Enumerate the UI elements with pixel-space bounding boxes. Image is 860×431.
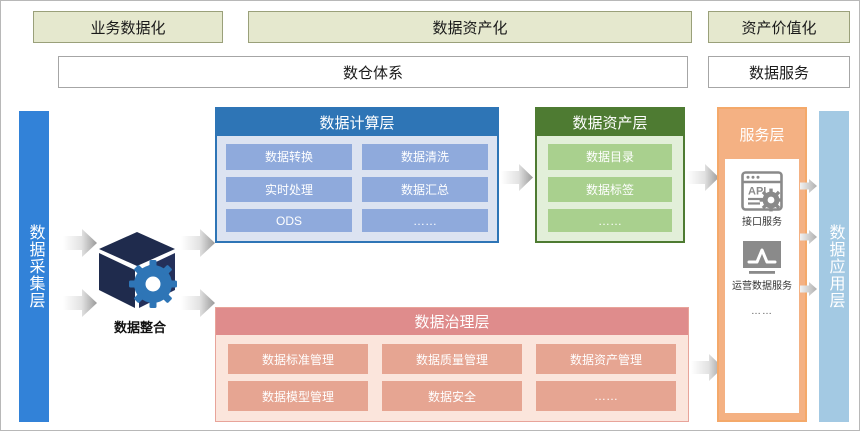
arrow-service-to-application-3 bbox=[800, 282, 817, 296]
compute-layer-panel: 数据计算层 数据转换 数据清洗 实时处理 数据汇总 ODS …… bbox=[215, 107, 499, 243]
service-item-label: 运营数据服务 bbox=[732, 280, 792, 292]
service-layer-body: API bbox=[725, 159, 799, 413]
governance-cell[interactable]: 数据模型管理 bbox=[228, 381, 368, 411]
asset-layer-title: 数据资产层 bbox=[537, 109, 683, 136]
compute-layer-title: 数据计算层 bbox=[217, 109, 497, 136]
arrow-service-to-application-1 bbox=[800, 179, 817, 193]
service-more-label: …… bbox=[751, 306, 773, 317]
governance-cell[interactable]: 数据安全 bbox=[382, 381, 522, 411]
asset-cell[interactable]: …… bbox=[548, 209, 672, 232]
application-layer-bar: 数据应用层 bbox=[819, 111, 849, 422]
governance-cell[interactable]: 数据标准管理 bbox=[228, 344, 368, 374]
service-item-label: 接口服务 bbox=[742, 217, 782, 228]
asset-cell[interactable]: 数据标签 bbox=[548, 176, 672, 203]
asset-layer-panel: 数据资产层 数据目录 数据标签 …… bbox=[535, 107, 685, 243]
banner-data-assetization: 数据资产化 bbox=[248, 11, 692, 43]
governance-layer-panel: 数据治理层 数据标准管理 数据质量管理 数据资产管理 数据模型管理 数据安全 …… bbox=[215, 307, 689, 422]
api-window-icon: API bbox=[741, 171, 783, 212]
chart-monitor-icon bbox=[743, 240, 781, 274]
asset-cell[interactable]: 数据目录 bbox=[548, 144, 672, 170]
arrow-compute-to-asset bbox=[501, 164, 533, 191]
arrow-collect-to-integration-top bbox=[63, 229, 97, 257]
subtitle-data-service: 数据服务 bbox=[708, 56, 850, 88]
arrow-integration-to-governance bbox=[181, 289, 215, 317]
compute-cell[interactable]: 数据清洗 bbox=[362, 144, 488, 170]
arrow-service-to-application-2 bbox=[800, 230, 817, 244]
compute-layer-cells: 数据转换 数据清洗 实时处理 数据汇总 ODS …… bbox=[217, 136, 497, 241]
compute-cell[interactable]: ODS bbox=[226, 209, 352, 232]
cube-gear-icon bbox=[99, 232, 177, 308]
service-layer-panel: 服务层 API bbox=[717, 107, 807, 422]
compute-cell[interactable]: 数据转换 bbox=[226, 144, 352, 170]
compute-cell[interactable]: …… bbox=[362, 209, 488, 232]
integration-label: 数据整合 bbox=[113, 320, 166, 335]
governance-cell[interactable]: 数据质量管理 bbox=[382, 344, 522, 374]
governance-cell[interactable]: …… bbox=[536, 381, 676, 411]
compute-cell[interactable]: 数据汇总 bbox=[362, 176, 488, 203]
compute-cell[interactable]: 实时处理 bbox=[226, 176, 352, 203]
banner-business-datafication: 业务数据化 bbox=[33, 11, 223, 43]
governance-layer-title: 数据治理层 bbox=[216, 308, 688, 335]
collection-layer-bar: 数据采集层 bbox=[19, 111, 49, 422]
subtitle-data-warehouse-system: 数仓体系 bbox=[58, 56, 688, 88]
arrow-governance-to-service bbox=[691, 354, 723, 381]
arrow-integration-to-compute bbox=[181, 229, 215, 257]
banner-asset-valuation: 资产价值化 bbox=[708, 11, 850, 43]
svg-text:API: API bbox=[748, 186, 766, 198]
governance-layer-cells: 数据标准管理 数据质量管理 数据资产管理 数据模型管理 数据安全 …… bbox=[216, 335, 688, 421]
arrow-asset-to-service bbox=[687, 164, 719, 191]
governance-cell[interactable]: 数据资产管理 bbox=[536, 344, 676, 374]
arrow-collect-to-integration-bottom bbox=[63, 289, 97, 317]
service-layer-title: 服务层 bbox=[719, 109, 805, 159]
asset-layer-cells: 数据目录 数据标签 …… bbox=[537, 136, 683, 241]
